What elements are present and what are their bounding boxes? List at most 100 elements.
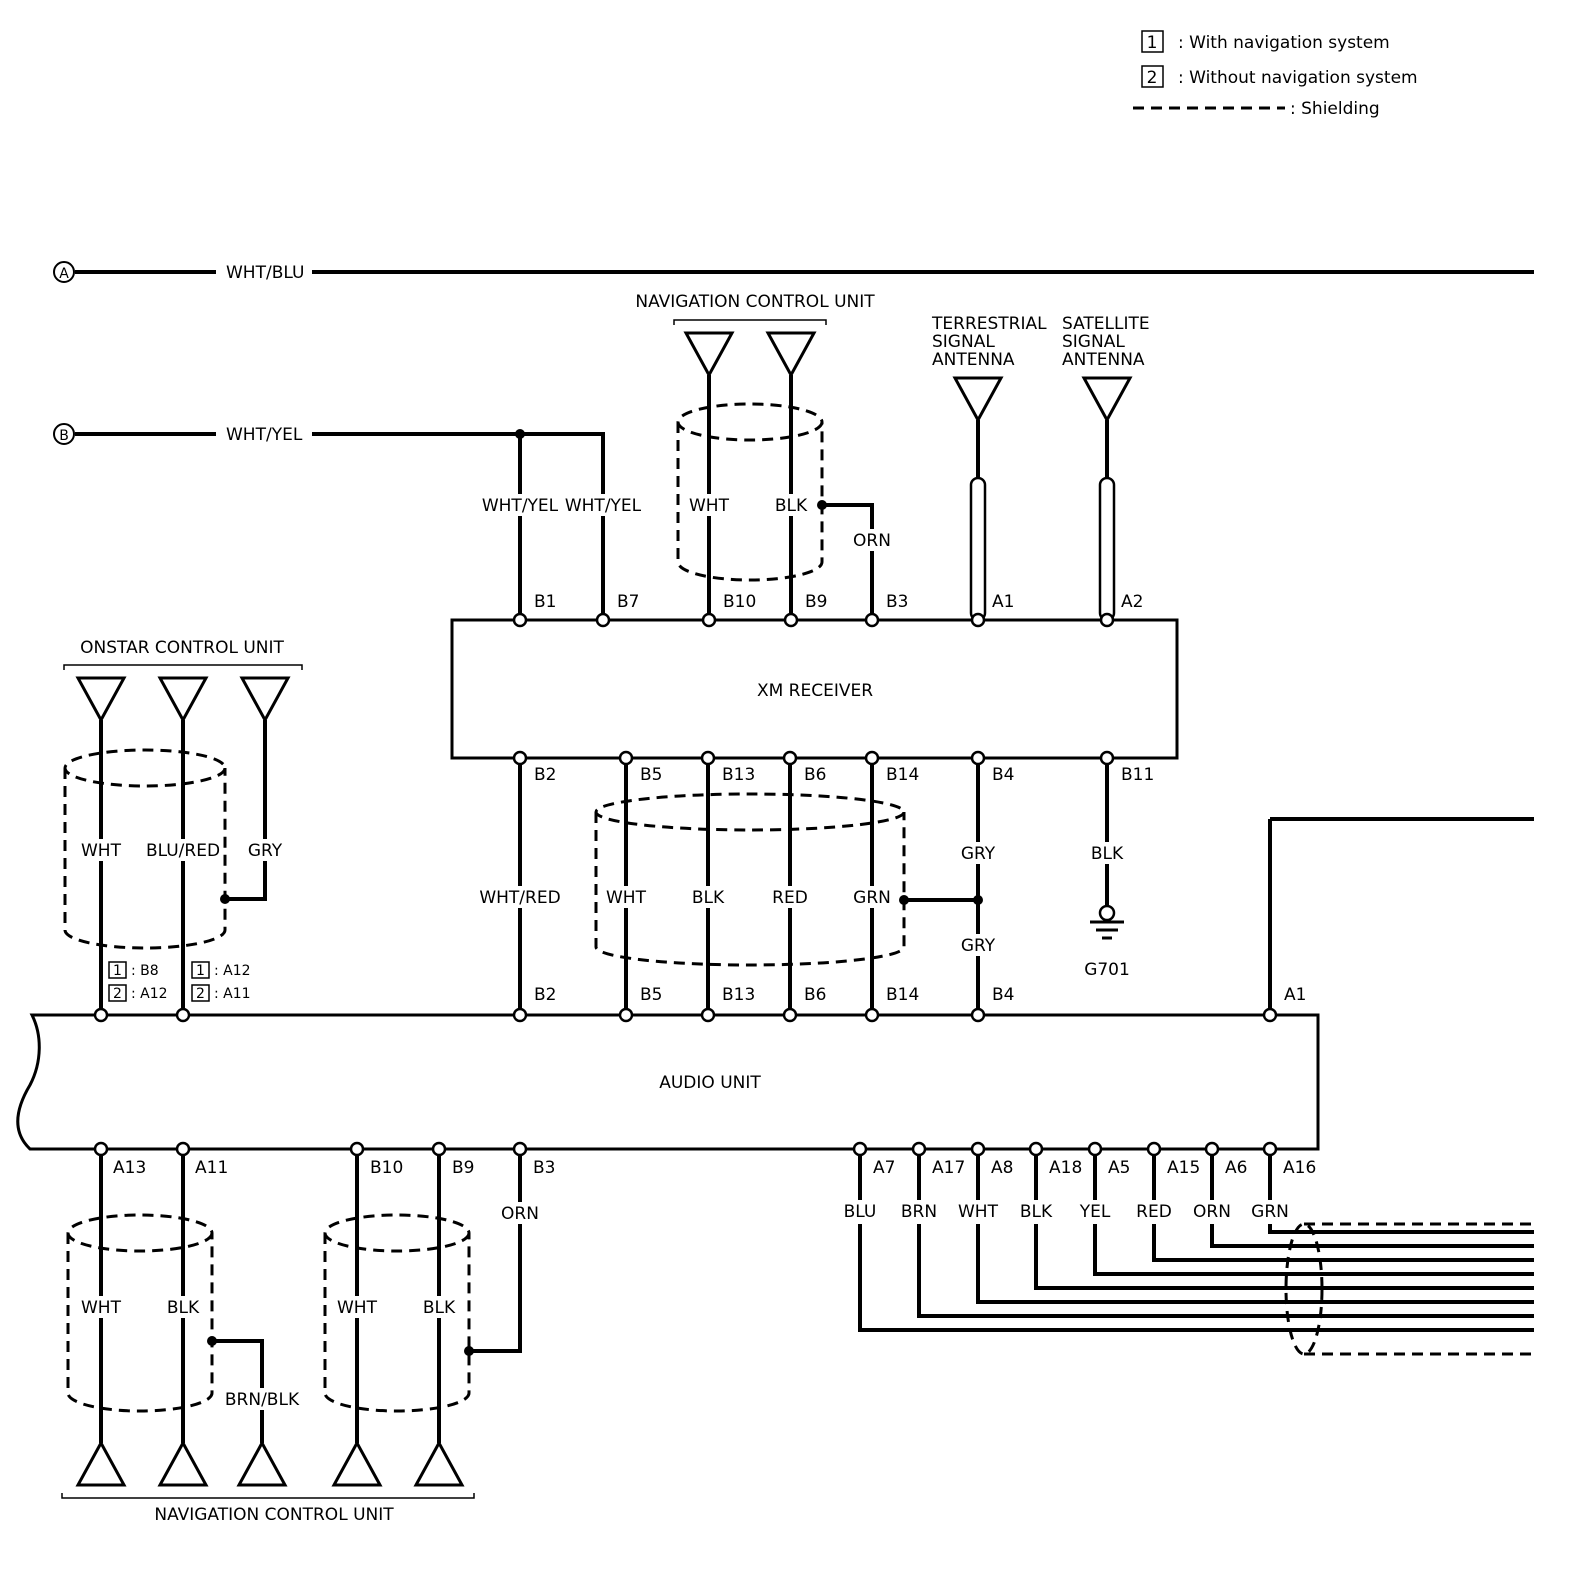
legend-num-2: 2 xyxy=(1147,68,1158,88)
wire-a17-label: BRN xyxy=(901,1202,937,1222)
xm-pin-b13: B13 xyxy=(722,765,755,785)
satellite-antenna: SATELLITE SIGNAL ANTENNA xyxy=(1062,314,1150,622)
wire-nav-bottom-orn xyxy=(469,1155,522,1353)
onstar-wht-label: WHT xyxy=(81,841,122,861)
label-bg xyxy=(1073,1200,1117,1224)
onstar-gry-label: GRY xyxy=(248,841,283,861)
pin-circle xyxy=(512,1007,528,1023)
wire-grn xyxy=(1268,1155,1534,1234)
nav-bottom-terminal-4-icon xyxy=(331,1439,383,1487)
legend: 1 : With navigation system 2 : Without n… xyxy=(1133,30,1418,119)
pin-circle xyxy=(864,612,880,628)
pin-circle xyxy=(864,750,880,766)
terrestrial-coax xyxy=(969,476,987,622)
xm-pin-b2: B2 xyxy=(534,765,556,785)
shield-top-ellipse xyxy=(676,402,824,442)
wire-b14-label: GRN xyxy=(853,888,891,908)
speaker-harness: BLU BRN WHT BLK YEL RED ORN GRN xyxy=(838,1155,1534,1356)
ref-box xyxy=(191,961,210,979)
shield-nav-bottom-1 xyxy=(66,1233,214,1413)
label-bg xyxy=(77,1296,125,1318)
pin-circle xyxy=(700,750,716,766)
pin-circle xyxy=(512,1141,528,1157)
wire-b1-label: WHT/YEL xyxy=(482,496,559,516)
label-bg xyxy=(1132,1200,1176,1224)
onstar-pin-refs: 1 : B8 2 : A12 1 : A12 2 : A11 xyxy=(108,961,251,1002)
wire-b4-label-bottom: GRY xyxy=(961,936,996,956)
shield-mid-ellipse xyxy=(594,792,906,832)
wire-orn xyxy=(1210,1155,1534,1248)
pin-circle xyxy=(349,1141,365,1157)
nav-bottom-blk1-label: BLK xyxy=(167,1298,200,1318)
wire-b13-label: BLK xyxy=(692,888,725,908)
label-bg xyxy=(770,494,812,516)
xm-audio-wiring: WHT/RED WHT BLK RED GRN GRY GRY BLK G701 xyxy=(479,764,1130,1009)
wire-b6-label: RED xyxy=(772,888,808,908)
shield-drain-dot xyxy=(817,500,827,510)
label-bg xyxy=(163,1296,203,1318)
audio-pin-a17: A17 xyxy=(932,1158,965,1178)
satellite-label-2: SIGNAL xyxy=(1062,332,1125,352)
pin-circle xyxy=(512,612,528,628)
pin-circle xyxy=(93,1141,109,1157)
shield-xm-audio xyxy=(594,812,906,967)
ref-1b-num: 1 xyxy=(196,963,205,979)
nav-bottom-title: NAVIGATION CONTROL UNIT xyxy=(154,1505,394,1525)
audio-pin-a8: A8 xyxy=(991,1158,1013,1178)
label-bg xyxy=(770,886,810,908)
wire-brn xyxy=(917,1155,1534,1318)
pin-circle xyxy=(431,1141,447,1157)
legend-num-1: 1 xyxy=(1147,33,1158,53)
terrestrial-label-3: ANTENNA xyxy=(932,350,1015,370)
terrestrial-label-1: TERRESTRIAL xyxy=(931,314,1047,334)
xm-pin-b4: B4 xyxy=(992,765,1014,785)
label-bg xyxy=(146,839,220,861)
label-bg xyxy=(480,886,560,908)
connector-b-circle xyxy=(53,423,75,445)
xm-pin-a1: A1 xyxy=(992,592,1014,612)
nav-top-terminal-1-icon xyxy=(683,331,735,379)
satellite-antenna-icon xyxy=(1081,376,1133,424)
shield-nav-bottom-2 xyxy=(323,1233,471,1413)
ground-terminal xyxy=(1098,904,1116,922)
nav-bottom-wht1-label: WHT xyxy=(81,1298,122,1318)
ref-1a-pin: : B8 xyxy=(131,963,159,979)
shield-harness-ellipse xyxy=(1284,1222,1324,1356)
ref-2a-pin: : A12 xyxy=(131,986,168,1002)
wire-a7-label: BLU xyxy=(844,1202,877,1222)
xm-bottom-pins: B2 B5 B13 B6 B14 B4 B11 xyxy=(512,750,1154,785)
pin-circle xyxy=(1204,1141,1220,1157)
audio-pin-b5: B5 xyxy=(640,985,662,1005)
audio-top-pins: B2 B5 B13 B6 B14 B4 A1 xyxy=(93,985,1306,1023)
ref-2a-num: 2 xyxy=(113,986,122,1002)
label-bg xyxy=(686,494,732,516)
ref-box xyxy=(108,961,127,979)
nav-top-orn-label: ORN xyxy=(853,531,891,551)
pin-circle xyxy=(970,750,986,766)
xm-pin-b5: B5 xyxy=(640,765,662,785)
nav-bottom-terminal-2-icon xyxy=(157,1439,209,1487)
audio-unit-box xyxy=(16,1013,1320,1151)
xm-pin-b9: B9 xyxy=(805,592,827,612)
pin-circle xyxy=(701,612,717,628)
ref-2b-num: 2 xyxy=(196,986,205,1002)
xm-pin-b1: B1 xyxy=(534,592,556,612)
connector-a: A WHT/BLU xyxy=(53,261,1534,283)
xm-pin-a2: A2 xyxy=(1121,592,1143,612)
pin-circle xyxy=(782,750,798,766)
connector-a-letter: A xyxy=(59,266,69,282)
wire-red xyxy=(1152,1155,1534,1262)
label-bg xyxy=(482,494,558,516)
wire-yel xyxy=(1093,1155,1534,1276)
pin-circle xyxy=(970,1141,986,1157)
label-bg xyxy=(852,529,892,551)
pin-circle xyxy=(1087,1141,1103,1157)
shield-nav-top xyxy=(676,422,824,582)
wire-b5-label: WHT xyxy=(606,888,647,908)
pin-circle xyxy=(1099,612,1115,628)
pin-circle xyxy=(175,1007,191,1023)
xm-pin-b7: B7 xyxy=(617,592,639,612)
xm-pin-b10: B10 xyxy=(723,592,756,612)
shield-nav-bottom-1-ellipse xyxy=(66,1213,214,1253)
label-bg xyxy=(688,886,728,908)
